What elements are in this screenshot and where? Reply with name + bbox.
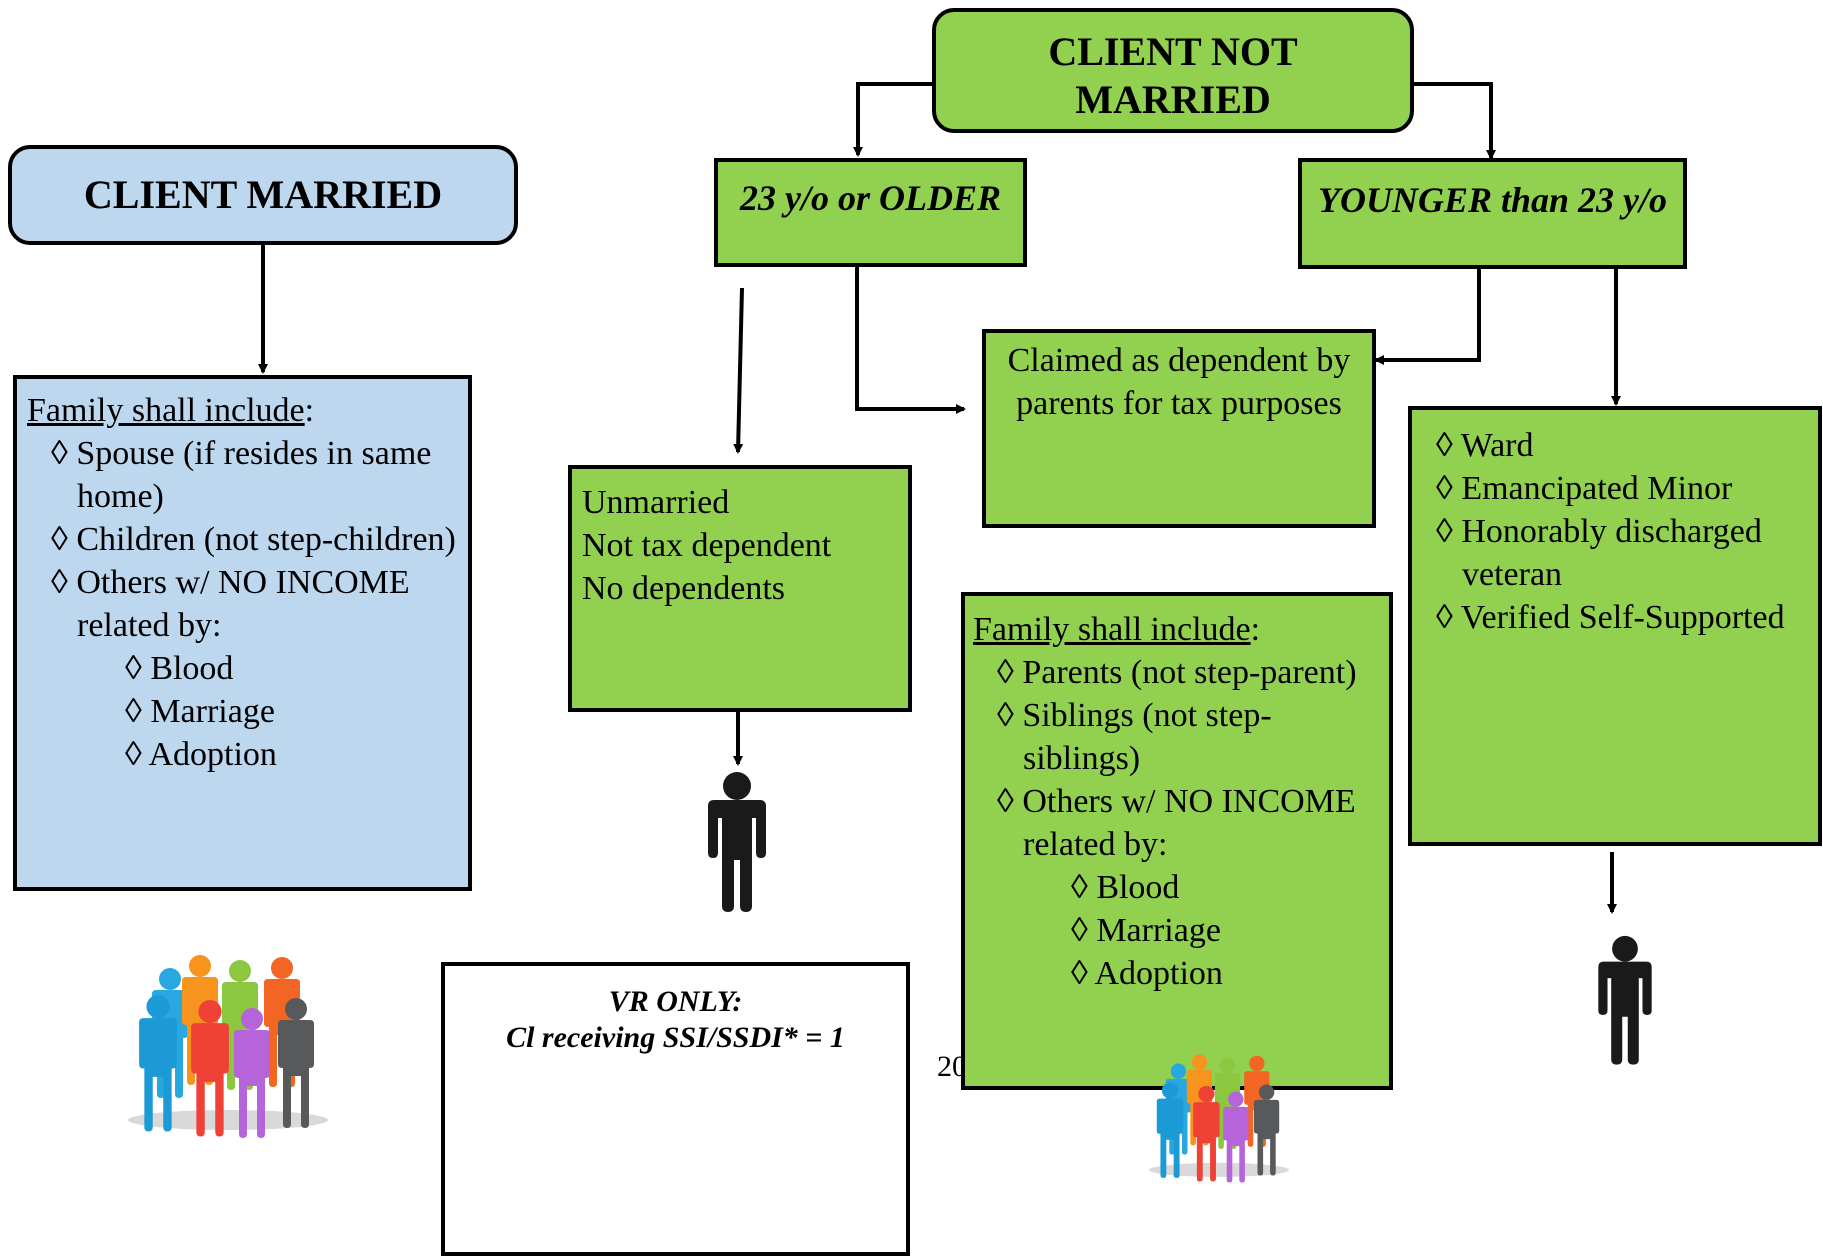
- arrow-notmarried-to-younger: [1414, 82, 1496, 160]
- younger-box: YOUNGER than 23 y/o: [1298, 158, 1687, 269]
- list-item: ◊ Marriage: [125, 693, 275, 730]
- unmarried-line: Not tax dependent: [582, 527, 832, 564]
- list-item: ◊ Children (not step-children): [51, 521, 456, 558]
- client-married-box: CLIENT MARRIED: [8, 145, 518, 245]
- list-item: ◊ Spouse (if resides in same home): [51, 435, 432, 515]
- married-family-box: Family shall include: ◊ Spouse (if resid…: [13, 375, 472, 891]
- list-item: ◊ Honorably discharged veteran: [1436, 513, 1762, 593]
- not-married-family-list: ◊ Parents (not step-parent) ◊ Siblings (…: [973, 651, 1389, 995]
- arrow-older-to-unmarried: [733, 287, 744, 454]
- vr-only-box: VR ONLY: Cl receiving SSI/SSDI* = 1: [441, 962, 910, 1256]
- older-label: 23 y/o or OLDER: [740, 178, 1001, 218]
- client-not-married-title: CLIENT NOT MARRIED: [1048, 29, 1298, 122]
- arrow-notmarried-to-older: [853, 82, 932, 157]
- list-item: ◊ Blood: [1071, 869, 1180, 906]
- list-item: ◊ Others w/ NO INCOME related by:: [997, 783, 1356, 863]
- arrow-younger-to-dependent: [1374, 255, 1481, 365]
- list-item: ◊ Adoption: [125, 736, 277, 773]
- unmarried-box: Unmarried Not tax dependent No dependent…: [568, 465, 912, 712]
- younger-list: ◊ Ward ◊ Emancipated Minor ◊ Honorably d…: [1412, 424, 1814, 639]
- arrow-older-to-dependent: [855, 250, 966, 414]
- dependent-box: Claimed as dependent by parents for tax …: [982, 329, 1376, 528]
- client-not-married-box: CLIENT NOT MARRIED: [932, 8, 1414, 133]
- younger-label: YOUNGER than 23 y/o: [1317, 180, 1668, 220]
- older-box: 23 y/o or OLDER: [714, 158, 1027, 267]
- list-item: ◊ Siblings (not step-siblings): [997, 697, 1272, 777]
- list-item: ◊ Ward: [1436, 427, 1534, 464]
- dependent-text: Claimed as dependent by parents for tax …: [1007, 342, 1351, 422]
- list-item: ◊ Verified Self-Supported: [1436, 599, 1785, 636]
- vr-only-line1: VR ONLY:: [608, 985, 743, 1018]
- married-family-list: ◊ Spouse (if resides in same home) ◊ Chi…: [27, 432, 462, 776]
- list-item: ◊ Emancipated Minor: [1436, 470, 1733, 507]
- client-married-title: CLIENT MARRIED: [83, 172, 443, 217]
- list-item: ◊ Adoption: [1071, 955, 1223, 992]
- not-married-family-heading: Family shall include:: [973, 611, 1261, 648]
- list-item: ◊ Blood: [125, 650, 234, 687]
- unmarried-line: No dependents: [582, 570, 786, 607]
- not-married-family-box: Family shall include: ◊ Parents (not ste…: [961, 592, 1393, 1090]
- list-item: ◊ Marriage: [1071, 912, 1221, 949]
- younger-list-box: ◊ Ward ◊ Emancipated Minor ◊ Honorably d…: [1408, 406, 1822, 846]
- list-item: ◊ Parents (not step-parent): [997, 654, 1357, 691]
- list-item: ◊ Others w/ NO INCOME related by:: [51, 564, 410, 644]
- married-family-heading: Family shall include:: [27, 392, 315, 429]
- unmarried-line: Unmarried: [582, 484, 730, 521]
- vr-only-line2: Cl receiving SSI/SSDI* = 1: [506, 1021, 845, 1054]
